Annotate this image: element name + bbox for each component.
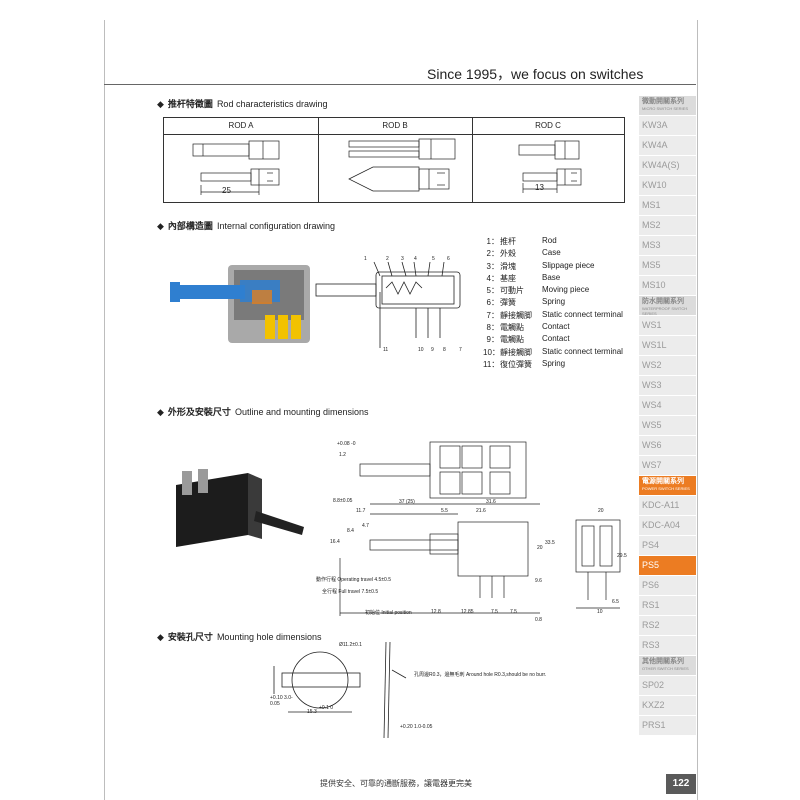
- sidebar-item-ms2[interactable]: MS2: [639, 216, 696, 235]
- outline-drawing: [339, 441, 540, 616]
- rod-drawings: [192, 138, 582, 195]
- sidebar-item-ws4[interactable]: WS4: [639, 396, 696, 415]
- full-travel: 全行程 Full travel 7.5±0.5: [322, 589, 379, 595]
- mounting-note: 孔周邊R0.3，邊無毛刺 Around hole R0.3,should be …: [414, 672, 547, 678]
- diamond-bullet-icon: ◆: [157, 632, 164, 642]
- rod-b-header: ROD B: [318, 118, 472, 135]
- sidebar-item-ws6[interactable]: WS6: [639, 436, 696, 455]
- sidebar-item-ps6[interactable]: PS6: [639, 576, 696, 595]
- sidebar-item-ms5[interactable]: MS5: [639, 256, 696, 275]
- slogan: Since 1995，we focus on switches: [427, 66, 644, 82]
- side-view-drawing: [575, 519, 621, 609]
- sidebar-item-ms10[interactable]: MS10: [639, 276, 696, 295]
- sidebar-item-kw10[interactable]: KW10: [639, 176, 696, 195]
- rod-c-header: ROD C: [472, 118, 624, 135]
- sidebar-item-ms1[interactable]: MS1: [639, 196, 696, 215]
- rod-a-length: 25: [222, 186, 231, 195]
- sidebar-item-sp02[interactable]: SP02: [639, 676, 696, 695]
- sidebar-item-ms3[interactable]: MS3: [639, 236, 696, 255]
- sidebar-item-kdc-a04[interactable]: KDC-A04: [639, 516, 696, 535]
- internal-photo: [170, 265, 310, 343]
- diamond-bullet-icon: ◆: [157, 99, 164, 109]
- initial-position: 初始位 Initial position: [365, 610, 412, 616]
- sidebar-item-ws5[interactable]: WS5: [639, 416, 696, 435]
- sidebar-item-kw4a[interactable]: KW4A: [639, 136, 696, 155]
- diamond-bullet-icon: ◆: [157, 221, 164, 231]
- internal-drawing: [315, 261, 461, 348]
- sidebar-item-ws7[interactable]: WS7: [639, 456, 696, 475]
- sidebar-item-ws1l[interactable]: WS1L: [639, 336, 696, 355]
- mounting-hole-drawing: [273, 641, 407, 739]
- sidebar-item-ps5[interactable]: PS5: [639, 556, 696, 575]
- sidebar-item-ws2[interactable]: WS2: [639, 356, 696, 375]
- sidebar-item-rs1[interactable]: RS1: [639, 596, 696, 615]
- sidebar-item-kxz2[interactable]: KXZ2: [639, 696, 696, 715]
- operating-travel: 動作行程 Operating travel 4.5±0.5: [316, 577, 391, 583]
- sidebar-item-kw4a-s-[interactable]: KW4A(S): [639, 156, 696, 175]
- sidebar-item-ws1[interactable]: WS1: [639, 316, 696, 335]
- sidebar-item-ps4[interactable]: PS4: [639, 536, 696, 555]
- sidebar-item-ws3[interactable]: WS3: [639, 376, 696, 395]
- sidebar-item-prs1[interactable]: PRS1: [639, 716, 696, 735]
- page-number: 122: [666, 774, 696, 794]
- rod-table: ROD A ROD B ROD C: [163, 117, 625, 203]
- sidebar-item-kdc-a11[interactable]: KDC-A11: [639, 496, 696, 515]
- header-rule: [104, 84, 696, 85]
- footer-slogan: 提供安全、可靠的通斷服務，讓電器更完美: [320, 779, 472, 788]
- rod-a-header: ROD A: [164, 118, 318, 135]
- switch-photo: [176, 469, 304, 547]
- sidebar-item-kw3a[interactable]: KW3A: [639, 116, 696, 135]
- rod-c-length: 13: [535, 183, 544, 192]
- sidebar-item-rs2[interactable]: RS2: [639, 616, 696, 635]
- diamond-bullet-icon: ◆: [157, 407, 164, 417]
- sidebar-item-rs3[interactable]: RS3: [639, 636, 696, 655]
